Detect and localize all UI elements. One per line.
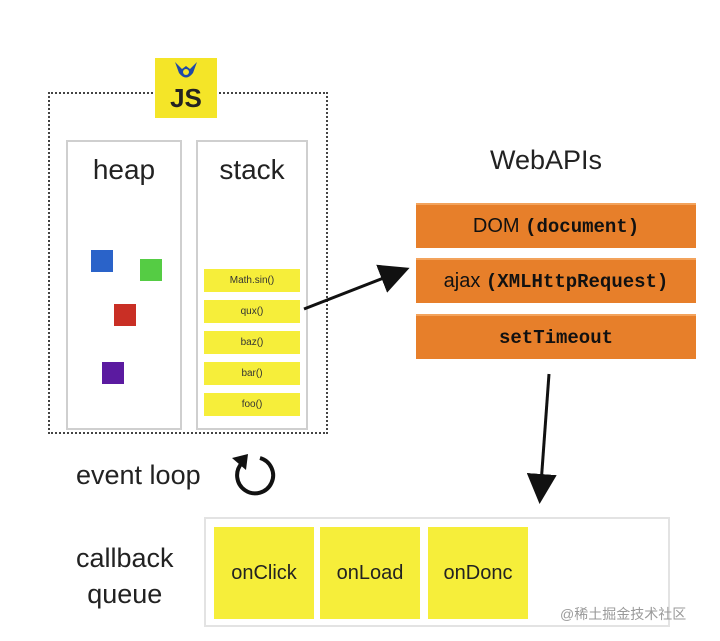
- stack-frame: bar(): [204, 362, 300, 385]
- heap-object: [114, 304, 136, 326]
- stack-frame: baz(): [204, 331, 300, 354]
- api-dom-code: (document): [525, 216, 640, 238]
- robot-icon: [175, 62, 197, 78]
- circular-arrow-icon: [232, 454, 276, 496]
- webapis-to-queue-arrow: [526, 373, 557, 504]
- heap-object: [91, 250, 113, 272]
- heap-panel: heap: [66, 140, 182, 430]
- stack-frame: qux(): [204, 300, 300, 323]
- stack-frame: foo(): [204, 393, 300, 416]
- api-settimeout: setTimeout: [416, 314, 696, 359]
- js-logo: JS: [155, 58, 217, 118]
- callback-queue-label: callback queue: [76, 540, 174, 612]
- callback-label-line1: callback: [76, 543, 174, 573]
- api-dom: DOM (document): [416, 203, 696, 248]
- stack-frame: Math.sin(): [204, 269, 300, 292]
- callback-item: onClick: [214, 527, 314, 619]
- api-ajax-prefix: ajax: [443, 270, 486, 292]
- stack-to-webapis-arrow: [303, 264, 410, 311]
- webapis-title: WebAPIs: [490, 145, 603, 175]
- watermark: @稀土掘金技术社区: [560, 606, 687, 622]
- callback-item: onDonc: [428, 527, 528, 619]
- callback-item: onLoad: [320, 527, 420, 619]
- event-loop-label: event loop: [76, 460, 201, 490]
- heap-object: [102, 362, 124, 384]
- api-ajax-code: (XMLHttpRequest): [485, 271, 669, 293]
- api-ajax: ajax (XMLHttpRequest): [416, 258, 696, 303]
- api-settimeout-code: setTimeout: [498, 327, 614, 349]
- callback-label-line2: queue: [87, 579, 163, 609]
- heap-label: heap: [92, 154, 156, 185]
- api-dom-prefix: DOM: [472, 215, 526, 237]
- js-logo-text: JS: [170, 83, 202, 113]
- stack-label: stack: [219, 154, 285, 185]
- heap-object: [140, 259, 162, 281]
